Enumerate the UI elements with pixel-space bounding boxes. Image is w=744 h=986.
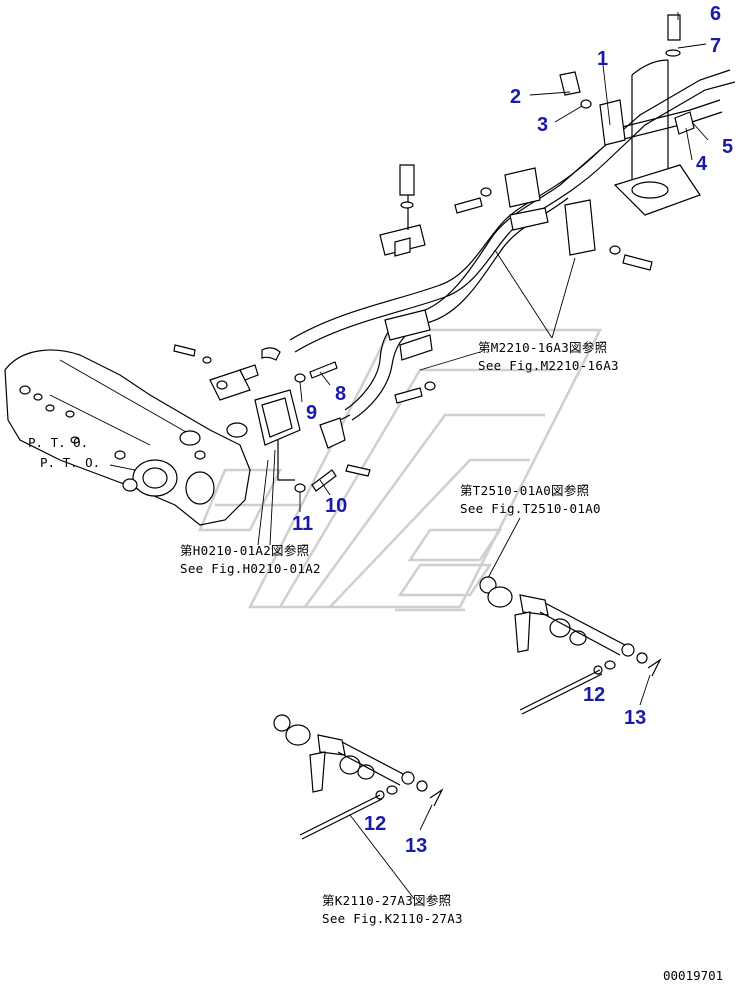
ref-h0210-jp: 第H0210-01A2図参照 [180, 543, 309, 558]
ref-m2210-jp: 第M2210-16A3図参照 [478, 340, 607, 355]
callout-13-lower: 13 [405, 835, 427, 857]
callout-4: 4 [696, 153, 708, 175]
linkage-lower [273, 714, 444, 840]
callout-9: 9 [306, 402, 317, 424]
pto-housing [4, 349, 251, 526]
ref-h0210-en: See Fig.H0210-01A2 [180, 561, 321, 576]
ref-t2510-en: See Fig.T2510-01A0 [460, 501, 601, 516]
callout-13-upper: 13 [624, 707, 646, 729]
callout-8: 8 [335, 383, 346, 405]
watermark-logo [198, 328, 603, 612]
callout-11: 11 [292, 513, 313, 535]
ref-k2110-en: See Fig.K2110-27A3 [322, 911, 463, 926]
steering-post [559, 14, 701, 216]
callout-10: 10 [325, 495, 347, 517]
callout-12-lower: 12 [364, 813, 386, 835]
callout-12-upper: 12 [583, 684, 605, 706]
ref-k2110-jp: 第K2110-27A3図参照 [322, 893, 451, 908]
pto-label-1: P. T. O. [28, 435, 88, 450]
callout-1: 1 [597, 48, 608, 70]
pto-label-2: P. T. O. [40, 455, 100, 470]
callout-7: 7 [710, 35, 721, 57]
callout-2: 2 [510, 86, 521, 108]
linkage-upper [479, 576, 662, 715]
clamps [379, 164, 653, 404]
callout-5: 5 [722, 136, 733, 158]
callout-6: 6 [710, 3, 721, 25]
ref-t2510-jp: 第T2510-01A0図参照 [460, 483, 589, 498]
callout-3: 3 [537, 114, 548, 136]
ref-m2210-en: See Fig.M2210-16A3 [478, 358, 619, 373]
leader-lines [257, 12, 709, 901]
drawing-number: 00019701 [663, 968, 723, 983]
flange-assembly [173, 344, 371, 493]
